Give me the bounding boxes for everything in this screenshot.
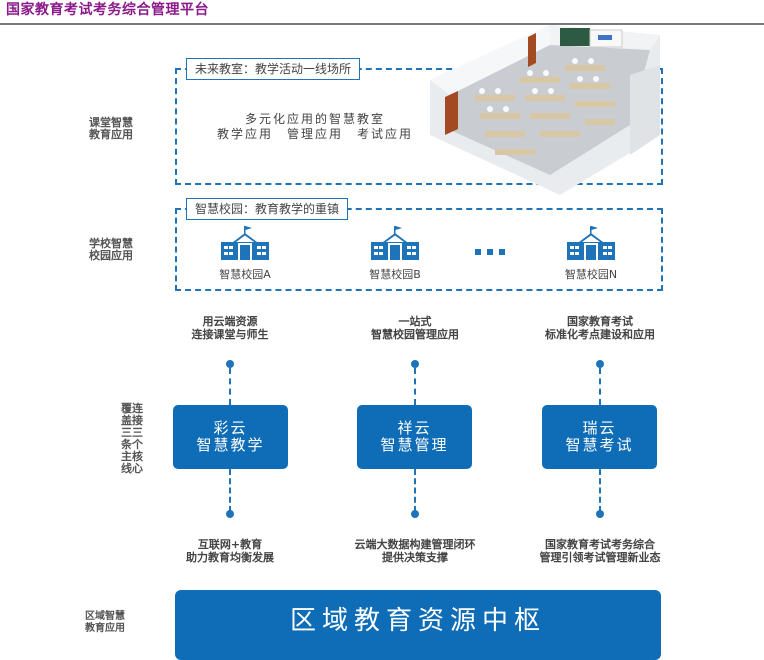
- core-box-exam: 瑞云 智慧考试: [542, 405, 657, 469]
- caption-line: 互联网+教育: [197, 538, 263, 551]
- core-top-caption: 国家教育考试 标准化考点建设和应用: [520, 315, 680, 341]
- connector-dot: [226, 360, 234, 368]
- side-char: 三: [132, 426, 143, 439]
- classroom-tag: 未来教室：教学活动一线场所: [186, 58, 361, 80]
- core-top-caption: 一站式 智慧校园管理应用: [335, 315, 495, 341]
- region-side-label: 区域智慧 教育应用: [85, 611, 125, 635]
- campus-label: 智慧校园B: [369, 268, 421, 281]
- side-label-line: 学校智慧: [89, 237, 133, 250]
- school-building-icon: [221, 226, 269, 260]
- caption-line: 提供决策支撑: [382, 551, 448, 564]
- campus-label: 智慧校园N: [564, 268, 618, 281]
- caption-line: 标准化考点建设和应用: [545, 328, 655, 341]
- classroom-desc-line: 教学应用 管理应用 考试应用: [216, 127, 413, 141]
- connector-dot: [596, 360, 604, 368]
- caption-line: 管理引领考试管理新业态: [539, 551, 661, 564]
- core-side-label-col-1: 覆 盖 三 条 主 线: [121, 403, 132, 475]
- campus-tag: 智慧校园：教育教学的重镇: [186, 198, 349, 220]
- school-building-icon: [371, 226, 419, 260]
- side-label-line: 课堂智慧: [89, 116, 133, 129]
- core-top-caption: 用云端资源 连接课堂与师生: [150, 315, 310, 341]
- side-label-line: 区域智慧: [85, 611, 125, 622]
- campus-dashed-frame: [175, 208, 663, 291]
- connector-line: [599, 368, 601, 405]
- side-char: 接: [132, 414, 143, 427]
- caption-line: 智慧校园管理应用: [371, 328, 459, 341]
- core-box-management: 祥云 智慧管理: [357, 405, 472, 469]
- regional-resource-hub: 区域教育资源中枢: [175, 590, 661, 660]
- core-box-subtitle: 智慧考试: [565, 436, 634, 454]
- side-label-line: 教育应用: [89, 128, 133, 141]
- side-char: 核: [132, 450, 143, 463]
- school-building-icon: [567, 226, 615, 260]
- side-char: 盖: [121, 414, 132, 427]
- connector-dot: [411, 360, 419, 368]
- connector-dot: [411, 510, 419, 518]
- caption-line: 国家教育考试考务综合: [545, 538, 655, 551]
- side-char: 主: [121, 450, 132, 463]
- caption-line: 连接课堂与师生: [191, 328, 269, 341]
- classroom-description: 多元化应用的智慧教室 教学应用 管理应用 考试应用: [200, 112, 430, 142]
- campus-side-label: 学校智慧 校园应用: [89, 238, 133, 262]
- caption-line: 一站式: [398, 315, 432, 328]
- header-divider: [0, 23, 764, 25]
- connector-dot: [596, 510, 604, 518]
- side-char: 连: [132, 402, 143, 415]
- core-bottom-caption: 国家教育考试考务综合 管理引领考试管理新业态: [520, 538, 680, 564]
- connector-line: [414, 469, 416, 512]
- side-char: 三: [121, 426, 132, 439]
- campus-label: 智慧校园A: [219, 268, 271, 281]
- campus-item: 智慧校园A: [200, 226, 290, 282]
- connector-line: [599, 469, 601, 512]
- core-box-title: 瑞云: [582, 419, 617, 437]
- connector-dot: [226, 510, 234, 518]
- caption-line: 云端大数据构建管理闭环: [354, 538, 476, 551]
- core-box-subtitle: 智慧教学: [196, 436, 265, 454]
- caption-line: 用云端资源: [202, 315, 258, 328]
- connector-line: [229, 368, 231, 405]
- side-char: 线: [121, 462, 132, 475]
- side-char: 覆: [121, 402, 132, 415]
- connector-line: [414, 368, 416, 405]
- classroom-side-label: 课堂智慧 教育应用: [89, 117, 133, 141]
- core-box-subtitle: 智慧管理: [380, 436, 449, 454]
- core-box-teaching: 彩云 智慧教学: [173, 405, 288, 469]
- caption-line: 国家教育考试: [567, 315, 633, 328]
- caption-line: 助力教育均衡发展: [186, 551, 274, 564]
- side-label-line: 教育应用: [85, 623, 125, 634]
- core-box-title: 彩云: [213, 419, 248, 437]
- page-header-title: 国家教育考试考务综合管理平台: [6, 2, 209, 18]
- ellipsis-icon: [475, 249, 505, 255]
- core-bottom-caption: 互联网+教育 助力教育均衡发展: [150, 538, 310, 564]
- side-char: 条: [121, 438, 132, 451]
- connector-line: [229, 469, 231, 512]
- side-char: 心: [132, 462, 143, 475]
- core-bottom-caption: 云端大数据构建管理闭环 提供决策支撑: [335, 538, 495, 564]
- side-label-line: 校园应用: [89, 249, 133, 262]
- core-side-label-col-2: 连 接 三 个 核 心: [132, 403, 143, 475]
- core-box-title: 祥云: [397, 419, 432, 437]
- campus-item: 智慧校园B: [350, 226, 440, 282]
- classroom-dashed-frame: [175, 68, 663, 185]
- classroom-illustration: [430, 25, 660, 195]
- classroom-desc-line: 多元化应用的智慧教室: [244, 112, 385, 126]
- campus-item: 智慧校园N: [546, 226, 636, 282]
- side-char: 个: [132, 438, 143, 451]
